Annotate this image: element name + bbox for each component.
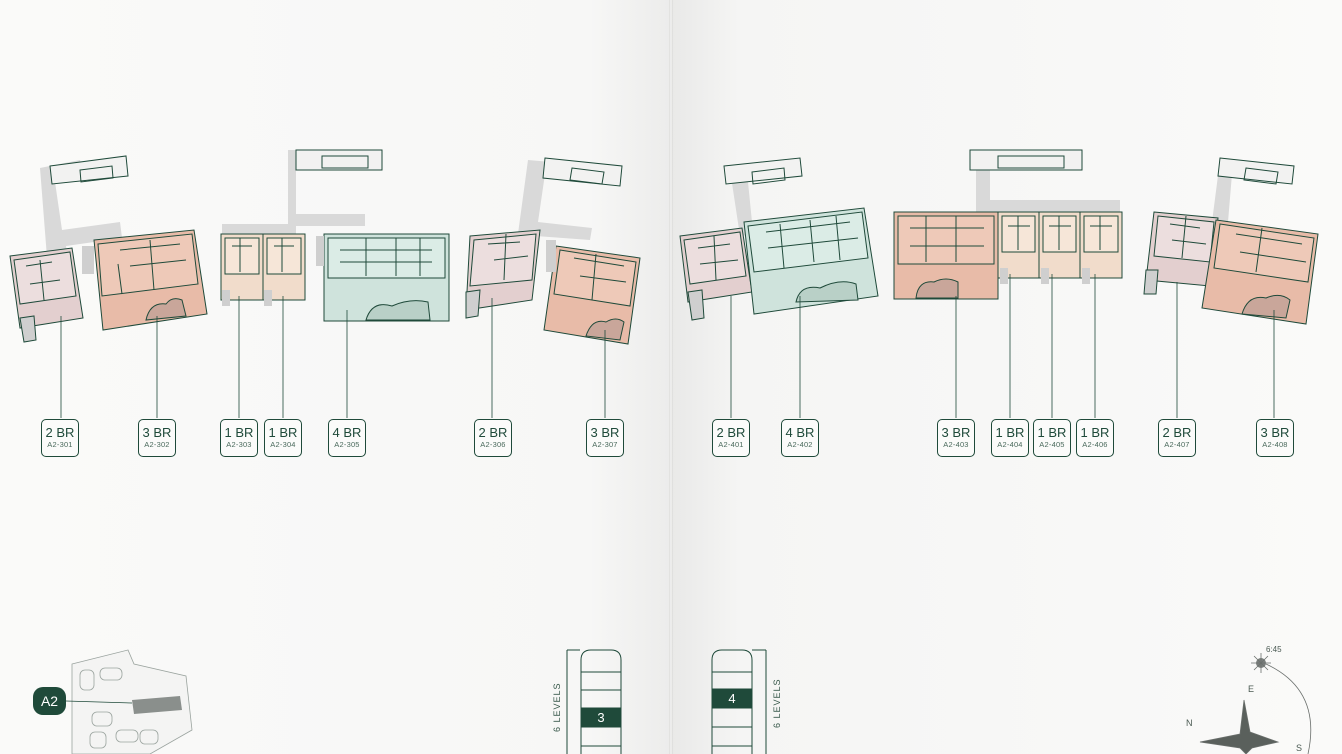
unit-label-a2-401[interactable]: 2 BR A2-401 <box>712 419 750 457</box>
unit-plan-a2-403[interactable] <box>893 211 999 300</box>
unit-bedroom-count: 3 BR <box>142 425 172 440</box>
unit-plan-a2-408[interactable] <box>1201 219 1319 325</box>
upper-plan-strip-left-2 <box>295 149 383 171</box>
unit-code: A2-406 <box>1082 440 1108 449</box>
unit-plan-a2-407[interactable] <box>1143 211 1219 295</box>
unit-plan-a2-304[interactable] <box>262 233 306 306</box>
unit-label-a2-406[interactable]: 1 BR A2-406 <box>1076 419 1114 457</box>
left-page <box>0 0 670 754</box>
unit-plan-a2-302[interactable] <box>82 229 208 331</box>
compass-rose <box>1199 653 1312 754</box>
compass-time: 6:45 <box>1266 645 1282 654</box>
unit-plan-a2-303[interactable] <box>220 233 264 306</box>
unit-bedroom-count: 1 BR <box>1080 425 1110 440</box>
unit-code: A2-302 <box>144 440 170 449</box>
unit-plan-a2-402[interactable] <box>743 207 879 315</box>
unit-code: A2-306 <box>480 440 506 449</box>
unit-code: A2-303 <box>226 440 252 449</box>
unit-code: A2-404 <box>997 440 1023 449</box>
unit-plan-a2-307[interactable] <box>543 240 641 345</box>
unit-label-a2-403[interactable]: 3 BR A2-403 <box>937 419 975 457</box>
unit-bedroom-count: 2 BR <box>716 425 746 440</box>
current-level-left: 3 <box>597 710 605 725</box>
upper-plan-strip-right-3 <box>1217 157 1295 185</box>
unit-label-a2-302[interactable]: 3 BR A2-302 <box>138 419 176 457</box>
unit-label-a2-408[interactable]: 3 BR A2-408 <box>1256 419 1294 457</box>
unit-plan-a2-406[interactable] <box>1079 211 1123 284</box>
unit-label-a2-404[interactable]: 1 BR A2-404 <box>991 419 1029 457</box>
unit-label-a2-405[interactable]: 1 BR A2-405 <box>1033 419 1071 457</box>
unit-bedroom-count: 2 BR <box>45 425 75 440</box>
unit-code: A2-301 <box>47 440 73 449</box>
unit-label-a2-307[interactable]: 3 BR A2-307 <box>586 419 624 457</box>
unit-label-a2-301[interactable]: 2 BR A2-301 <box>41 419 79 457</box>
unit-plan-a2-305[interactable] <box>316 233 450 322</box>
unit-bedroom-count: 2 BR <box>1162 425 1192 440</box>
unit-code: A2-403 <box>943 440 969 449</box>
building-badge: A2 <box>33 687 66 715</box>
unit-label-a2-402[interactable]: 4 BR A2-402 <box>781 419 819 457</box>
level-stack-right <box>711 649 767 754</box>
unit-bedroom-count: 3 BR <box>590 425 620 440</box>
current-level-right: 4 <box>728 691 736 706</box>
unit-bedroom-count: 4 BR <box>332 425 362 440</box>
levels-label-right: 6 LEVELS <box>772 678 782 728</box>
book-spine <box>669 0 673 754</box>
unit-code: A2-305 <box>334 440 360 449</box>
unit-plan-a2-301[interactable] <box>9 247 84 343</box>
compass-north: N <box>1186 718 1193 728</box>
unit-label-a2-305[interactable]: 4 BR A2-305 <box>328 419 366 457</box>
unit-code: A2-401 <box>718 440 744 449</box>
leader-lines-left <box>60 296 606 418</box>
unit-bedroom-count: 1 BR <box>268 425 298 440</box>
unit-plan-a2-404[interactable] <box>997 211 1040 284</box>
leader-lines-right <box>730 274 1275 418</box>
unit-bedroom-count: 1 BR <box>224 425 254 440</box>
unit-bedroom-count: 3 BR <box>941 425 971 440</box>
compass-east: E <box>1248 684 1255 694</box>
unit-bedroom-count: 1 BR <box>995 425 1025 440</box>
unit-code: A2-402 <box>787 440 813 449</box>
unit-plan-a2-401[interactable] <box>679 227 753 321</box>
upper-plan-strip-right-1 <box>723 157 803 185</box>
unit-bedroom-count: 4 BR <box>785 425 815 440</box>
upper-plan-strip-left-3 <box>542 157 623 187</box>
unit-code: A2-407 <box>1164 440 1190 449</box>
unit-code: A2-304 <box>270 440 296 449</box>
unit-label-a2-306[interactable]: 2 BR A2-306 <box>474 419 512 457</box>
unit-code: A2-307 <box>592 440 618 449</box>
unit-code: A2-408 <box>1262 440 1288 449</box>
corridor-left-1 <box>40 160 122 270</box>
level-stack-left <box>566 649 622 754</box>
upper-plan-strip-left-1 <box>49 155 129 185</box>
unit-label-a2-304[interactable]: 1 BR A2-304 <box>264 419 302 457</box>
unit-label-a2-407[interactable]: 2 BR A2-407 <box>1158 419 1196 457</box>
unit-code: A2-405 <box>1039 440 1065 449</box>
unit-label-a2-303[interactable]: 1 BR A2-303 <box>220 419 258 457</box>
right-page <box>672 0 1342 754</box>
corridor-left-3 <box>512 160 620 278</box>
unit-plan-a2-306[interactable] <box>465 229 541 319</box>
compass-south: S <box>1296 743 1303 753</box>
unit-bedroom-count: 1 BR <box>1037 425 1067 440</box>
unit-bedroom-count: 2 BR <box>478 425 508 440</box>
levels-label-left: 6 LEVELS <box>552 682 562 732</box>
site-key-map <box>65 649 193 754</box>
unit-plan-a2-405[interactable] <box>1038 211 1081 284</box>
upper-plan-strip-right-2 <box>969 149 1083 171</box>
unit-bedroom-count: 3 BR <box>1260 425 1290 440</box>
